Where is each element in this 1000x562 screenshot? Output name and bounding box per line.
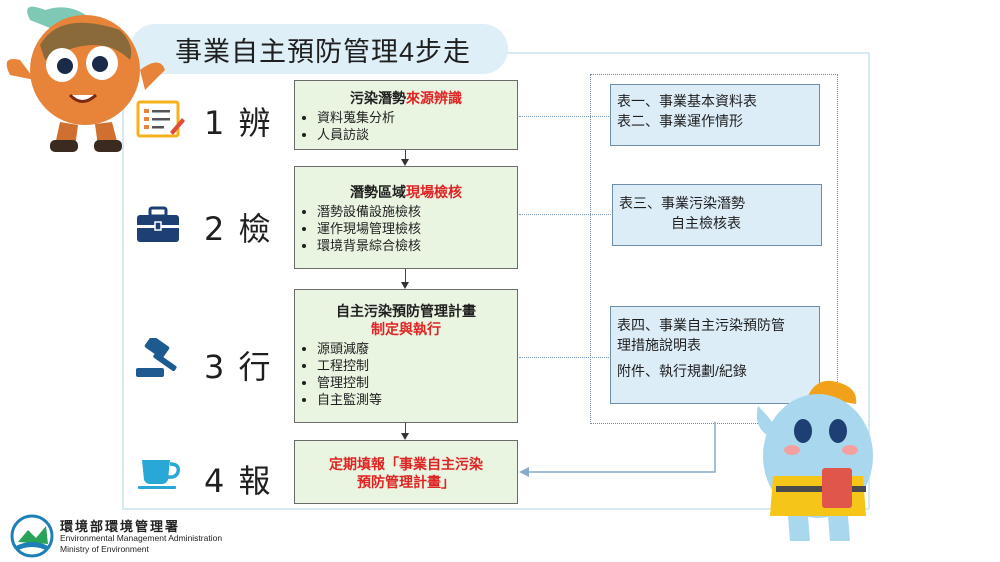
connector-3 bbox=[519, 357, 611, 358]
step-1-box: 污染潛勢來源辨識 資料蒐集分析 人員訪談 bbox=[294, 80, 518, 150]
step-3-heading: 自主污染預防管理計畫 bbox=[336, 303, 476, 319]
form-doc-1-line-1: 表一、事業基本資料表 bbox=[617, 93, 757, 109]
logo-name-en-1: Environmental Management Administration bbox=[60, 533, 223, 543]
mascot-top-left-icon bbox=[6, 6, 165, 152]
form-doc-3-line-3: 附件、執行規劃/紀錄 bbox=[617, 363, 747, 379]
list-item: 資料蒐集分析 bbox=[317, 109, 517, 126]
return-arrow bbox=[519, 422, 716, 477]
mascot-bottom-right-icon bbox=[756, 380, 873, 541]
step-2-box: 潛勢區域現場檢核 潛勢設備設施檢核 運作現場管理檢核 環境背景綜合檢核 bbox=[294, 166, 518, 269]
step-3-box: 自主污染預防管理計畫 制定與執行 源頭減廢 工程控制 管理控制 自主監測等 bbox=[294, 289, 518, 423]
step-3-label: 3 行 bbox=[204, 348, 273, 386]
form-doc-2-line-2: 自主檢核表 bbox=[671, 215, 741, 231]
form-doc-3-line-1: 表四、事業自主污染預防管 bbox=[617, 317, 785, 333]
page-title: 事業自主預防管理4步走 bbox=[175, 36, 472, 67]
step-2-label: 2 檢 bbox=[204, 210, 273, 248]
step-4-box: 定期填報「事業自主污染 預防管理計畫」 bbox=[294, 440, 518, 504]
flow-arrow-1 bbox=[401, 150, 409, 166]
ministry-logo-icon bbox=[10, 514, 54, 558]
step-1-label: 1 辨 bbox=[204, 104, 273, 142]
gavel-icon bbox=[136, 338, 177, 377]
step-2-heading-plain: 潛勢區域 bbox=[350, 184, 406, 200]
logo-name-en-2: Ministry of Environment bbox=[60, 544, 149, 554]
list-item: 管理控制 bbox=[317, 374, 517, 391]
step-1-heading-red: 來源辨識 bbox=[406, 90, 462, 106]
briefcase-icon bbox=[137, 206, 179, 242]
list-item: 人員訪談 bbox=[317, 126, 517, 143]
step-4-line-2: 預防管理計畫」 bbox=[357, 474, 455, 490]
list-item: 源頭減廢 bbox=[317, 340, 517, 357]
form-doc-1: 表一、事業基本資料表 表二、事業運作情形 bbox=[610, 84, 820, 146]
step-4-label: 4 報 bbox=[204, 462, 273, 500]
logo-name-cn: 環境部環境管理署 bbox=[60, 519, 181, 534]
step-4-line-1: 定期填報「事業自主污染 bbox=[329, 456, 483, 472]
connector-2 bbox=[519, 214, 611, 215]
step-3-heading-red: 制定與執行 bbox=[371, 321, 441, 337]
step-2-heading-red: 現場檢核 bbox=[406, 184, 462, 200]
form-doc-1-line-2: 表二、事業運作情形 bbox=[617, 113, 743, 129]
form-doc-2-line-1: 表三、事業污染潛勢 bbox=[619, 195, 745, 211]
form-doc-3-line-2: 理措施說明表 bbox=[617, 337, 701, 353]
step-2-heading: 潛勢區域現場檢核 bbox=[295, 183, 517, 201]
list-item: 自主監測等 bbox=[317, 391, 517, 408]
forms-panel bbox=[590, 74, 838, 424]
connector-1 bbox=[519, 116, 611, 117]
checklist-icon bbox=[136, 100, 185, 138]
flow-arrow-3 bbox=[401, 423, 409, 440]
step-1-heading: 污染潛勢來源辨識 bbox=[295, 89, 517, 107]
step-1-list: 資料蒐集分析 人員訪談 bbox=[295, 109, 517, 143]
flow-arrow-2 bbox=[401, 269, 409, 289]
form-doc-2: 表三、事業污染潛勢 自主檢核表 bbox=[612, 184, 822, 246]
coffee-cup-icon bbox=[138, 460, 181, 489]
step-3-list: 源頭減廢 工程控制 管理控制 自主監測等 bbox=[295, 340, 517, 408]
list-item: 潛勢設備設施檢核 bbox=[317, 203, 517, 220]
list-item: 運作現場管理檢核 bbox=[317, 220, 517, 237]
step-2-list: 潛勢設備設施檢核 運作現場管理檢核 環境背景綜合檢核 bbox=[295, 203, 517, 254]
step-1-heading-plain: 污染潛勢 bbox=[350, 90, 406, 106]
list-item: 環境背景綜合檢核 bbox=[317, 237, 517, 254]
form-doc-3: 表四、事業自主污染預防管 理措施說明表 附件、執行規劃/紀錄 bbox=[610, 306, 820, 404]
list-item: 工程控制 bbox=[317, 357, 517, 374]
page-title-pill: 事業自主預防管理4步走 bbox=[130, 24, 508, 74]
